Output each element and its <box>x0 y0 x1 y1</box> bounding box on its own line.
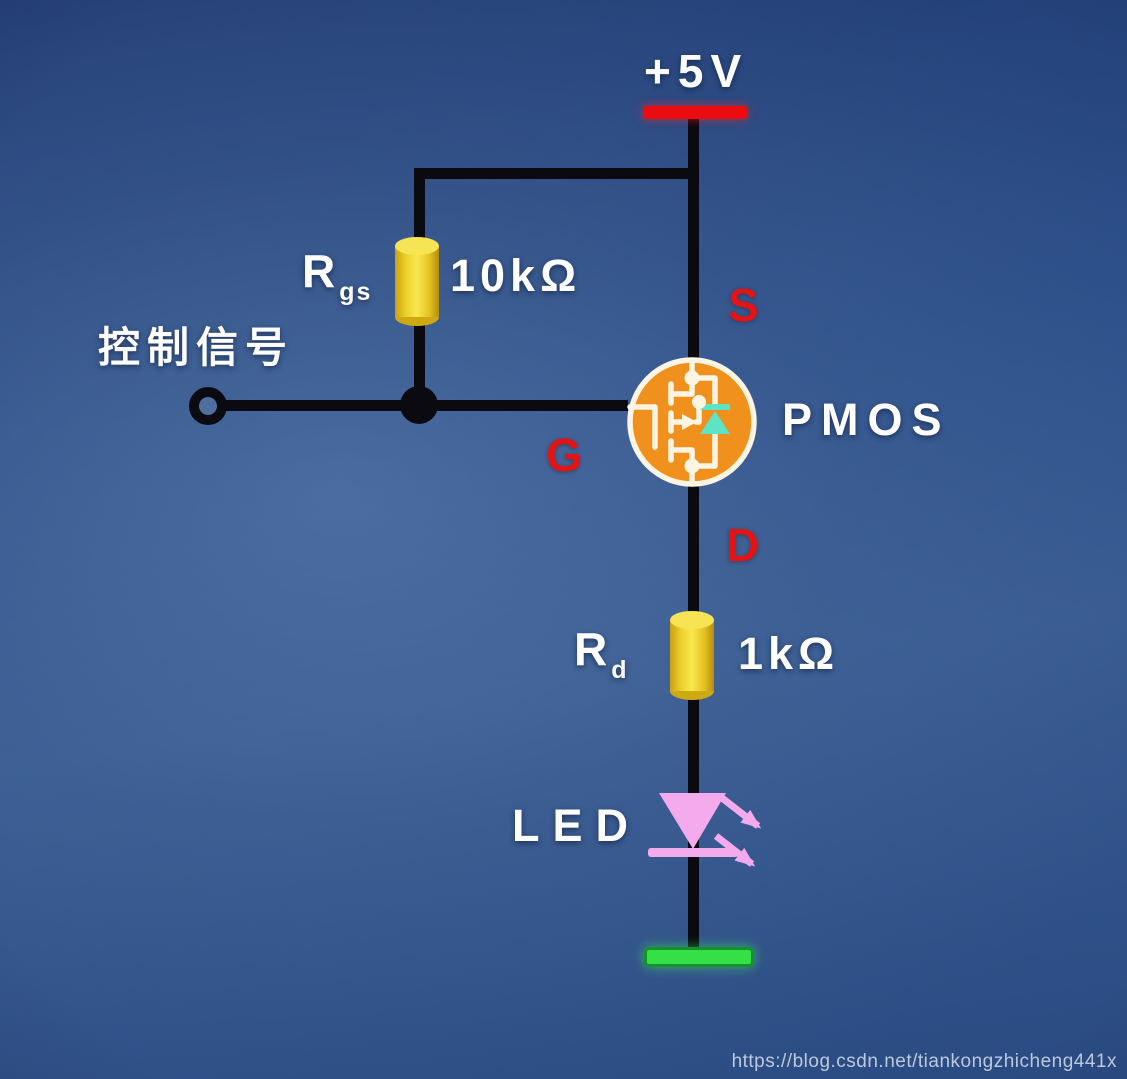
pmos-label: PMOS <box>782 394 951 445</box>
power-label: +5V <box>644 45 749 97</box>
pmos-body-diode-icon <box>700 404 730 434</box>
control-signal-label: 控制信号 <box>98 324 295 371</box>
wire-supply-vertical <box>688 112 699 362</box>
watermark-text: https://blog.csdn.net/tiankongzhicheng44… <box>731 1051 1117 1072</box>
rd-resistor-icon <box>670 611 714 700</box>
wire-drain-vertical <box>688 486 699 952</box>
pmos-transistor-icon <box>627 357 757 487</box>
rgs-value: 10kΩ <box>450 250 582 301</box>
rd-subscript: d <box>611 656 629 684</box>
power-rail-bar-icon <box>643 106 747 119</box>
input-terminal-icon <box>189 387 227 425</box>
rgs-subscript: gs <box>339 278 373 306</box>
rd-value: 1kΩ <box>738 628 840 679</box>
rd-symbol: R <box>574 623 608 675</box>
pin-label-drain: D <box>726 519 760 571</box>
pin-label-source: S <box>728 279 759 331</box>
led-label: LED <box>512 800 641 851</box>
rgs-resistor-icon <box>395 237 439 326</box>
pin-label-gate: G <box>546 429 582 481</box>
junction-dot-icon <box>400 386 438 424</box>
ground-bar-icon <box>644 947 754 967</box>
rgs-symbol: R <box>302 245 336 297</box>
pmos-arrow-icon <box>682 414 697 430</box>
wire-branch-horizontal <box>414 168 699 179</box>
led-icon <box>648 793 762 867</box>
